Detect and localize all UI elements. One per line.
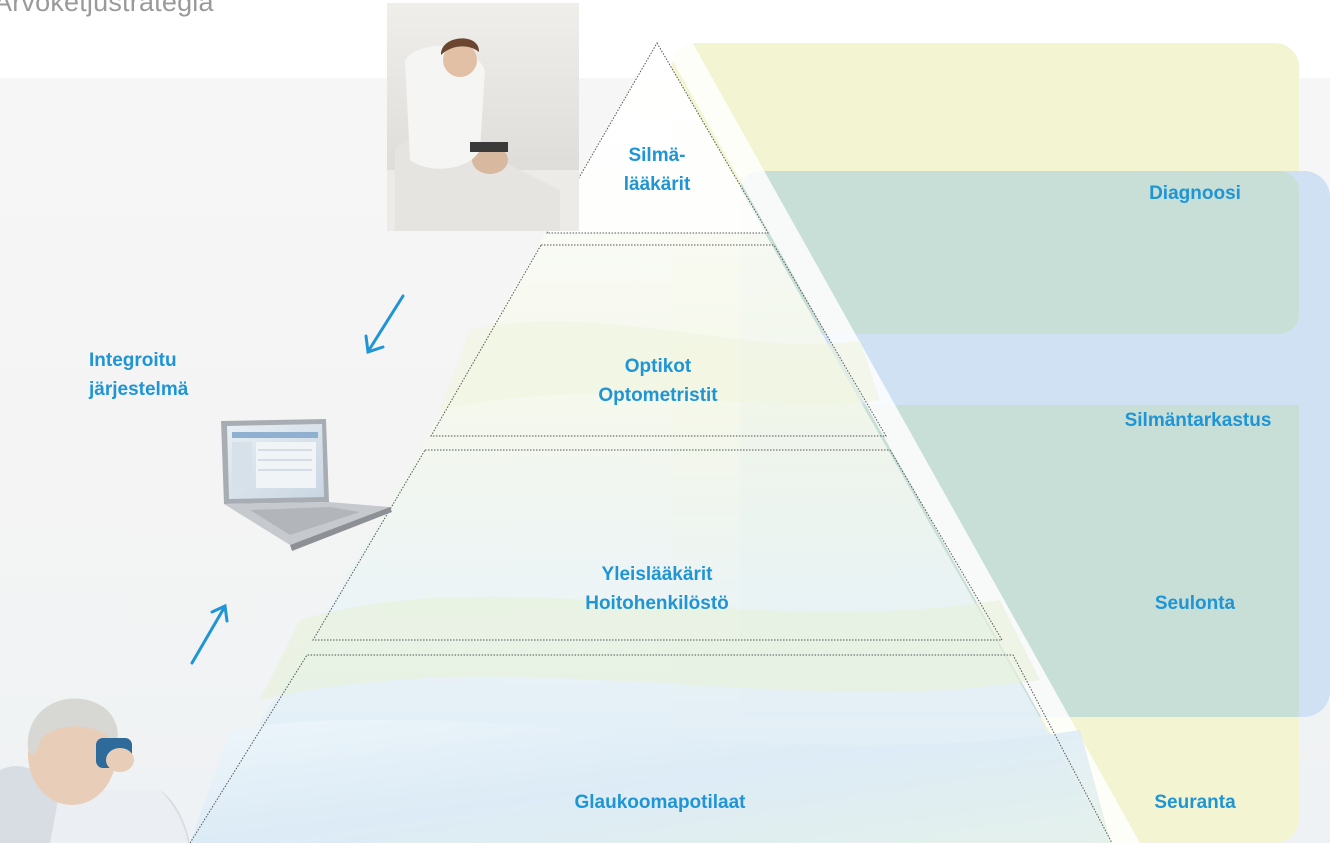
level-label-silmalaakarit: Silmä- lääkärit: [597, 141, 717, 199]
stage-band-teal-top: [740, 171, 1299, 334]
pyramid-wave: [260, 596, 1040, 700]
stage-band-teal-bottom-end: [1275, 405, 1299, 717]
level-label-glaukoomapotilaat: Glaukoomapotilaat: [574, 792, 746, 813]
level-label-yleislaakarit: Yleislääkärit Hoitohenkilöstö: [557, 560, 757, 618]
level-label-line: Hoitohenkilöstö: [585, 593, 729, 614]
pyramid-level-3: [312, 449, 1003, 641]
stage-label-seulonta: Seulonta: [1154, 593, 1236, 614]
pyramid-level-1: [546, 42, 769, 234]
stage-label-seuranta: Seuranta: [1154, 792, 1236, 813]
level-label-line: Yleislääkärit: [601, 564, 713, 585]
stage-label-diagnoosi: Diagnoosi: [1149, 183, 1241, 204]
system-label-line: Integroitu: [89, 350, 177, 371]
patient-photo: [0, 698, 190, 843]
page-title: Arvoketjustrategia: [0, 0, 214, 17]
level-label-optikot: Optikot Optometristit: [568, 352, 748, 410]
stage-label-silmantarkastus: Silmäntarkastus: [1124, 410, 1272, 431]
level-label-line: lääkärit: [623, 174, 691, 195]
system-label: Integroitu järjestelmä: [89, 346, 188, 404]
pyramid-level-2: [430, 244, 887, 437]
doctor-photo: [387, 3, 579, 231]
pyramid-wave: [440, 321, 880, 410]
level-label-line: Optikot: [624, 356, 692, 377]
level-label-line: Silmä-: [628, 145, 686, 166]
pyramid-level-4: [189, 654, 1113, 843]
arrow-down-left-icon: [364, 294, 405, 355]
laptop-icon: [221, 419, 392, 551]
system-label-line: järjestelmä: [89, 379, 189, 400]
arrow-up-right-icon: [190, 603, 229, 665]
pyramid-wave: [190, 719, 1111, 843]
level-label-line: Optometristit: [598, 385, 718, 406]
